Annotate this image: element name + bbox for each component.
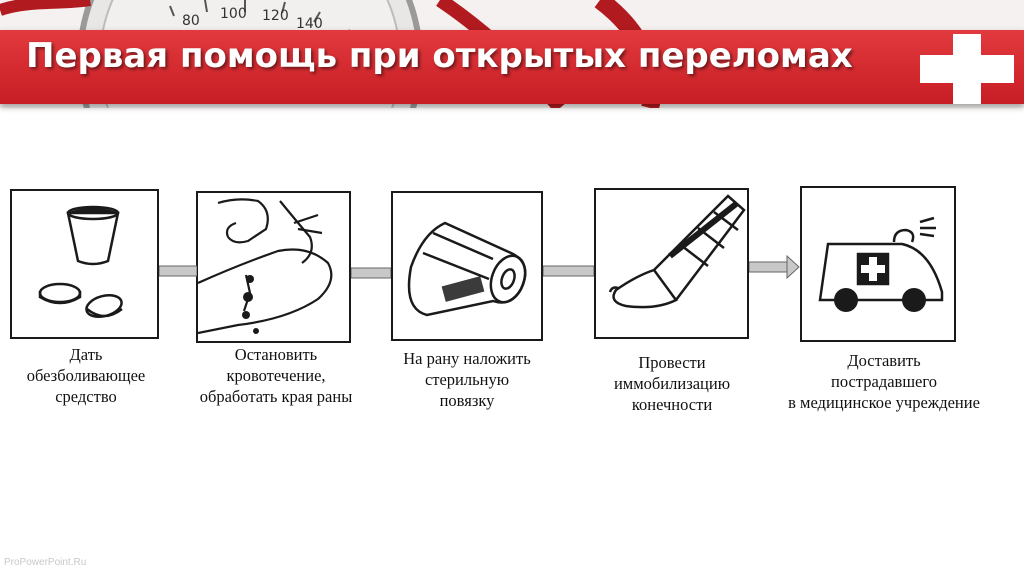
caption-line: Остановить — [234, 345, 318, 364]
step-caption-1: Дать обезболивающее средство — [0, 344, 172, 407]
pills-cup-icon — [38, 205, 123, 318]
step-caption-3: На рану наложить стерильную повязку — [376, 348, 558, 411]
step-caption-5: Доставить пострадавшего в медицинское уч… — [764, 350, 1004, 413]
caption-line: Провести — [638, 353, 706, 372]
bandage-roll-icon — [407, 221, 527, 317]
step-panel-2 — [196, 191, 351, 343]
caption-line: кровотечение, — [226, 366, 326, 385]
caption-line: средство — [55, 387, 117, 406]
caption-line: обработать края раны — [199, 387, 353, 406]
step-panel-5 — [800, 186, 956, 342]
bleeding-wound-icon — [198, 198, 333, 335]
caption-line: пострадавшего — [831, 372, 937, 391]
first-aid-cross-icon — [920, 34, 1014, 104]
gauge-number: 100 — [220, 6, 247, 22]
caption-line: в медицинское учреждение — [788, 393, 980, 412]
caption-line: обезболивающее — [26, 366, 146, 385]
caption-line: конечности — [631, 395, 713, 414]
caption-line: повязку — [439, 391, 495, 410]
step-panel-3 — [391, 191, 543, 341]
caption-line: иммобилизацию — [613, 374, 731, 393]
arrow-connector-4 — [749, 254, 800, 280]
caption-line: Доставить — [847, 351, 921, 370]
page-title: Первая помощь при открытых переломах — [26, 36, 853, 76]
gauge-number: 120 — [262, 8, 289, 24]
gauge-number: 80 — [182, 13, 200, 29]
step-caption-4: Провести иммобилизацию конечности — [586, 352, 758, 415]
step-panel-1 — [10, 189, 159, 339]
gauge-number: 140 — [296, 16, 323, 32]
caption-line: стерильную — [424, 370, 510, 389]
ambulance-icon — [818, 216, 944, 312]
caption-line: Дать — [69, 345, 103, 364]
step-panel-4 — [594, 188, 749, 339]
step-caption-2: Остановить кровотечение, обработать края… — [178, 344, 374, 407]
caption-line: На рану наложить — [403, 349, 531, 368]
title-bar — [0, 30, 1024, 104]
arrow-connector-3 — [543, 265, 594, 277]
watermark: ProPowerPoint.Ru — [4, 557, 87, 568]
arrow-connector-2 — [351, 267, 391, 279]
arrow-connector-1 — [159, 265, 197, 277]
splint-leg-icon — [608, 194, 746, 309]
